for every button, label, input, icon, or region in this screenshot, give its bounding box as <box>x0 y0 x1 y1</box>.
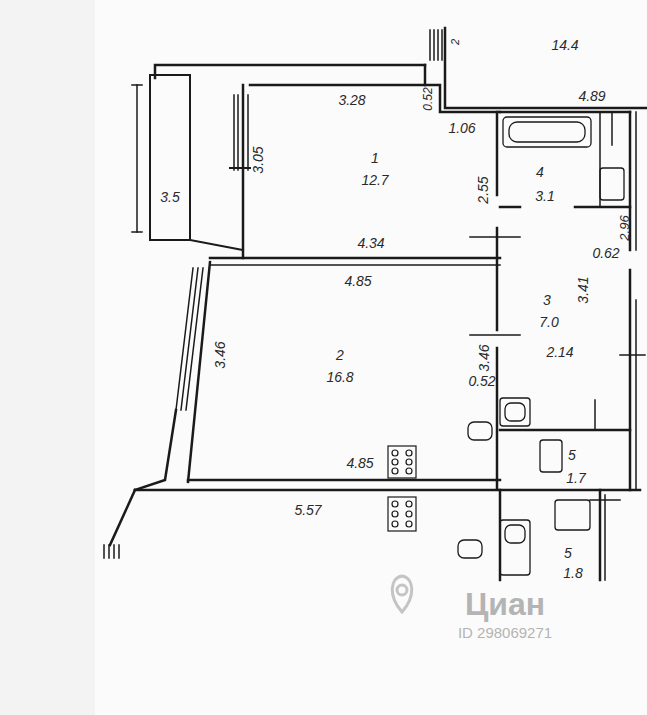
dimension-label: 3.05 <box>251 146 265 173</box>
room-number: 2 <box>450 39 461 45</box>
room-area: 14.4 <box>551 38 578 52</box>
room-area: 1.7 <box>566 471 585 485</box>
dimension-label: 0.52 <box>422 87 434 110</box>
watermark: ID 298069271 <box>458 625 552 640</box>
room-number: 5 <box>564 546 572 560</box>
dimension-label: 4.34 <box>357 236 384 250</box>
dimension-label: 3.46 <box>213 341 227 368</box>
dimension-label: 4.89 <box>578 89 605 103</box>
room-area: 3.1 <box>535 189 554 203</box>
room-number: 5 <box>568 448 576 462</box>
room-area: 1.8 <box>563 566 582 580</box>
room-area: 3.5 <box>160 190 179 204</box>
paper <box>95 0 647 715</box>
dimension-label: 5.57 <box>294 503 321 517</box>
dimension-label: 3.28 <box>338 93 365 107</box>
room-number: 4 <box>536 165 544 179</box>
room-number: 1 <box>371 151 379 165</box>
room-area: 7.0 <box>539 315 558 329</box>
dimension-label: 4.85 <box>346 456 373 470</box>
dimension-label: 0.52 <box>468 374 495 388</box>
room-number: 3 <box>543 293 551 307</box>
room-area: 16.8 <box>326 370 353 384</box>
dimension-label: 2.55 <box>476 176 490 203</box>
dimension-label: 1.06 <box>448 121 475 135</box>
room-number: 2 <box>336 348 344 362</box>
watermark: Циан <box>465 588 545 620</box>
dimension-label: 3.46 <box>477 344 491 371</box>
dimension-label: 4.85 <box>344 274 371 288</box>
dimension-label: 0.62 <box>592 246 619 260</box>
room-area: 12.7 <box>361 173 388 187</box>
dimension-label: 2.14 <box>546 345 573 359</box>
dimension-label: 3.41 <box>576 276 590 303</box>
dimension-label: 2.96 <box>618 215 631 240</box>
